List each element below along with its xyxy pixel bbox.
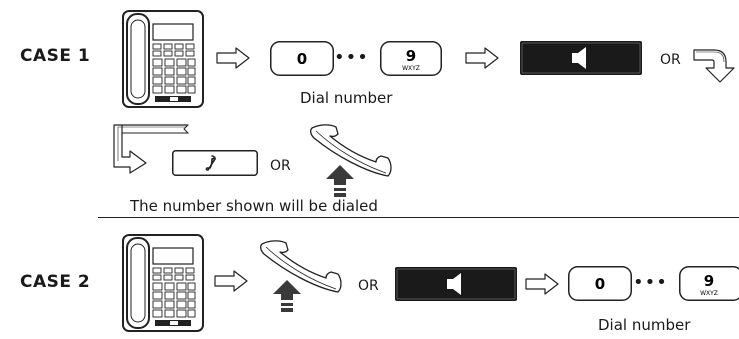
speaker-button-icon bbox=[395, 267, 517, 301]
key-nine-sub-label: WXYZ bbox=[402, 65, 420, 72]
case-1-or-text-2: OR bbox=[270, 158, 291, 174]
desk-phone-icon bbox=[122, 10, 204, 108]
case-2-dial-caption: Dial number bbox=[598, 316, 691, 334]
case-1-label: CASE 1 bbox=[20, 46, 91, 66]
case-1-dial-caption: Dial number bbox=[300, 89, 393, 107]
speaker-button-icon bbox=[520, 41, 642, 75]
hollow-right-arrow-icon bbox=[214, 270, 248, 292]
ellipsis-dots: ••• bbox=[334, 47, 369, 68]
key-nine-sub-label: WXYZ bbox=[700, 290, 718, 297]
key-zero-label: 0 bbox=[595, 275, 605, 293]
case-2-label: CASE 2 bbox=[20, 272, 91, 292]
lift-up-arrow-icon bbox=[273, 280, 301, 312]
key-nine-label: 9 bbox=[704, 272, 714, 290]
section-divider bbox=[98, 217, 739, 218]
handset-icon bbox=[256, 238, 346, 294]
key-nine-label: 9 bbox=[406, 47, 416, 65]
lift-up-arrow-icon bbox=[326, 165, 354, 197]
key-zero-label: 0 bbox=[297, 50, 307, 68]
desk-phone-icon bbox=[122, 234, 204, 332]
hollow-right-arrow-icon bbox=[216, 47, 250, 69]
key-zero-button: 0 bbox=[270, 41, 334, 76]
case-1-result-caption: The number shown will be dialed bbox=[130, 197, 378, 215]
key-zero-button: 0 bbox=[568, 266, 632, 301]
hollow-right-arrow-icon bbox=[465, 47, 499, 69]
key-nine-button: 9 WXYZ bbox=[679, 266, 739, 301]
key-nine-button: 9 WXYZ bbox=[380, 41, 442, 76]
ellipsis-dots: ••• bbox=[633, 272, 668, 293]
hollow-right-arrow-icon bbox=[525, 273, 559, 295]
case-1-or-text: OR bbox=[660, 52, 681, 68]
bent-down-arrow-icon bbox=[692, 44, 736, 84]
case-2-or-text: OR bbox=[358, 278, 379, 294]
redial-key-icon bbox=[172, 150, 258, 176]
